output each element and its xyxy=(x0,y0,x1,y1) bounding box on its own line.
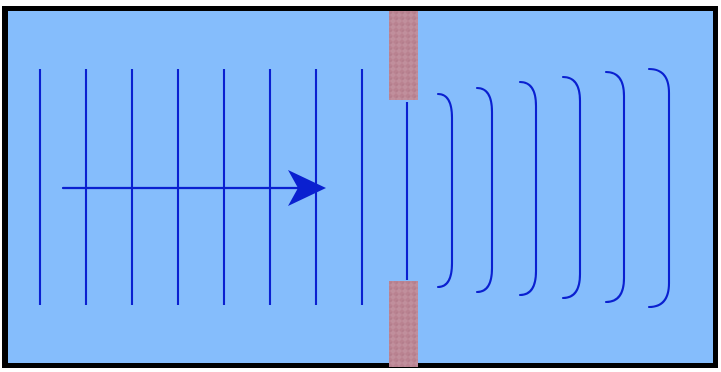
barrier-bottom xyxy=(389,281,418,367)
arrow-head-icon xyxy=(288,170,326,206)
diffracted-wavefront-1 xyxy=(436,92,454,289)
diffracted-wavefront-6 xyxy=(647,67,671,309)
diffracted-wavefront-5 xyxy=(604,70,626,304)
barrier-top xyxy=(389,11,418,100)
diffracted-wavefront-3 xyxy=(518,80,538,297)
diffracted-wavefronts xyxy=(436,67,671,309)
diffracted-wavefront-2 xyxy=(475,86,494,294)
diffracted-wavefront-4 xyxy=(561,75,582,300)
propagation-arrow xyxy=(61,170,326,206)
